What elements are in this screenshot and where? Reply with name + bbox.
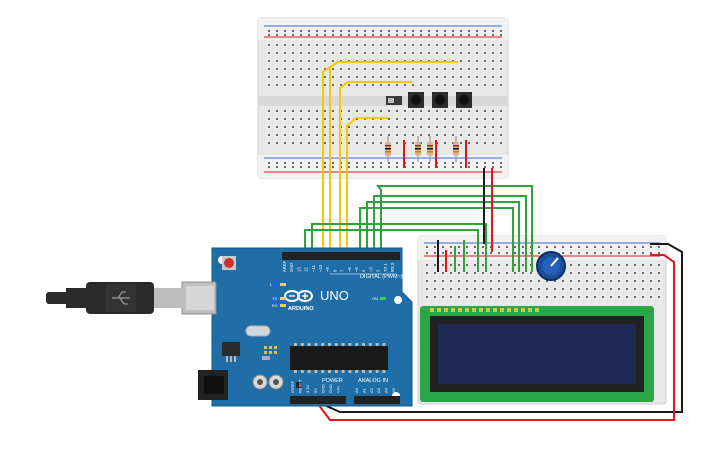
capacitor (268, 374, 284, 390)
green-wires (304, 185, 533, 272)
dc-power-jack[interactable] (198, 370, 228, 400)
red-wires (317, 168, 675, 421)
power-pin-label: GND (320, 384, 325, 393)
microcontroller-chip (290, 343, 388, 373)
potentiometer[interactable] (536, 251, 566, 281)
top-breadboard-holes (268, 30, 502, 168)
digital-header (282, 252, 400, 260)
arduino-logo-icon (284, 290, 313, 302)
resistor-1 (385, 136, 391, 162)
usb-cable (46, 282, 184, 314)
digital-pin-label: ~11 (311, 265, 316, 272)
digital-pin-label: ~6 (347, 267, 352, 272)
board-model: UNO (320, 288, 349, 303)
crystal-oscillator (245, 325, 271, 337)
push-button-2[interactable] (432, 92, 448, 108)
icsp-header (264, 346, 277, 354)
power-pin-label: RESET (298, 379, 303, 393)
reset-button[interactable] (222, 256, 236, 270)
digital-pin-label: ~10 (318, 264, 323, 272)
power-pin-label: VIN (336, 386, 341, 393)
power-pin-label: 3.3V (305, 384, 310, 393)
lcd-header-pins (430, 308, 539, 312)
arduino-logo-text: ARDUINO (288, 306, 314, 312)
power-label: POWER (322, 378, 343, 384)
slide-switch[interactable] (386, 96, 402, 105)
l-led-label: L (270, 282, 273, 287)
power-header (290, 396, 346, 404)
rx-led (280, 304, 286, 307)
black-wires (321, 168, 683, 413)
usb-port[interactable] (181, 281, 217, 315)
capacitor (252, 374, 268, 390)
analog-pin-label: A1 (361, 387, 366, 393)
analog-pin-label: A5 (391, 387, 396, 393)
digital-pin-label: 2 (376, 269, 381, 272)
power-pin-label: GND (328, 384, 333, 393)
resistor-2 (415, 136, 421, 162)
push-button-3[interactable] (456, 92, 472, 108)
digital-pin-label: GND (289, 263, 294, 272)
l-led (280, 283, 286, 286)
digital-pin-label: AREF (282, 260, 287, 272)
digital-pin-label: 13 (296, 267, 301, 272)
analog-pin-label: A0 (354, 387, 359, 393)
top-breadboard[interactable] (257, 17, 509, 179)
lcd-display[interactable] (420, 306, 654, 402)
digital-pin-label: ~9 (325, 267, 330, 272)
power-pin-label: IOREF (290, 380, 295, 393)
digital-pin-label: 12 (304, 267, 309, 272)
digital-pin-label: 7 (340, 269, 345, 272)
digital-label: DIGITAL (PWM~) (360, 274, 403, 280)
on-led-label: ON (372, 296, 378, 301)
power-pin-label: 5V (313, 388, 318, 393)
digital-pin-label: TX 1 (383, 262, 388, 272)
push-button-1[interactable] (408, 92, 424, 108)
digital-pin-label: ~5 (354, 267, 359, 272)
voltage-regulator (222, 342, 240, 356)
rx-led-label: RX (272, 303, 278, 308)
resistor-3 (427, 136, 433, 162)
usb-icon (112, 291, 130, 305)
digital-pin-label: 8 (332, 269, 337, 272)
yellow-wires (322, 61, 458, 258)
analog-pin-label: A3 (376, 387, 381, 393)
analog-label: ANALOG IN (358, 378, 388, 384)
analog-header (354, 396, 400, 404)
tx-led-label: TX (272, 296, 277, 301)
tx-led (280, 297, 286, 300)
analog-pin-label: A2 (369, 387, 374, 393)
on-led (380, 297, 386, 300)
digital-pin-label: ~3 (368, 267, 373, 272)
digital-pin-label: RX 0 (390, 262, 395, 272)
analog-pin-label: A4 (384, 387, 389, 393)
digital-pin-label: 4 (361, 269, 366, 272)
right-breadboard-holes (426, 246, 660, 298)
resistor-4 (453, 136, 459, 162)
